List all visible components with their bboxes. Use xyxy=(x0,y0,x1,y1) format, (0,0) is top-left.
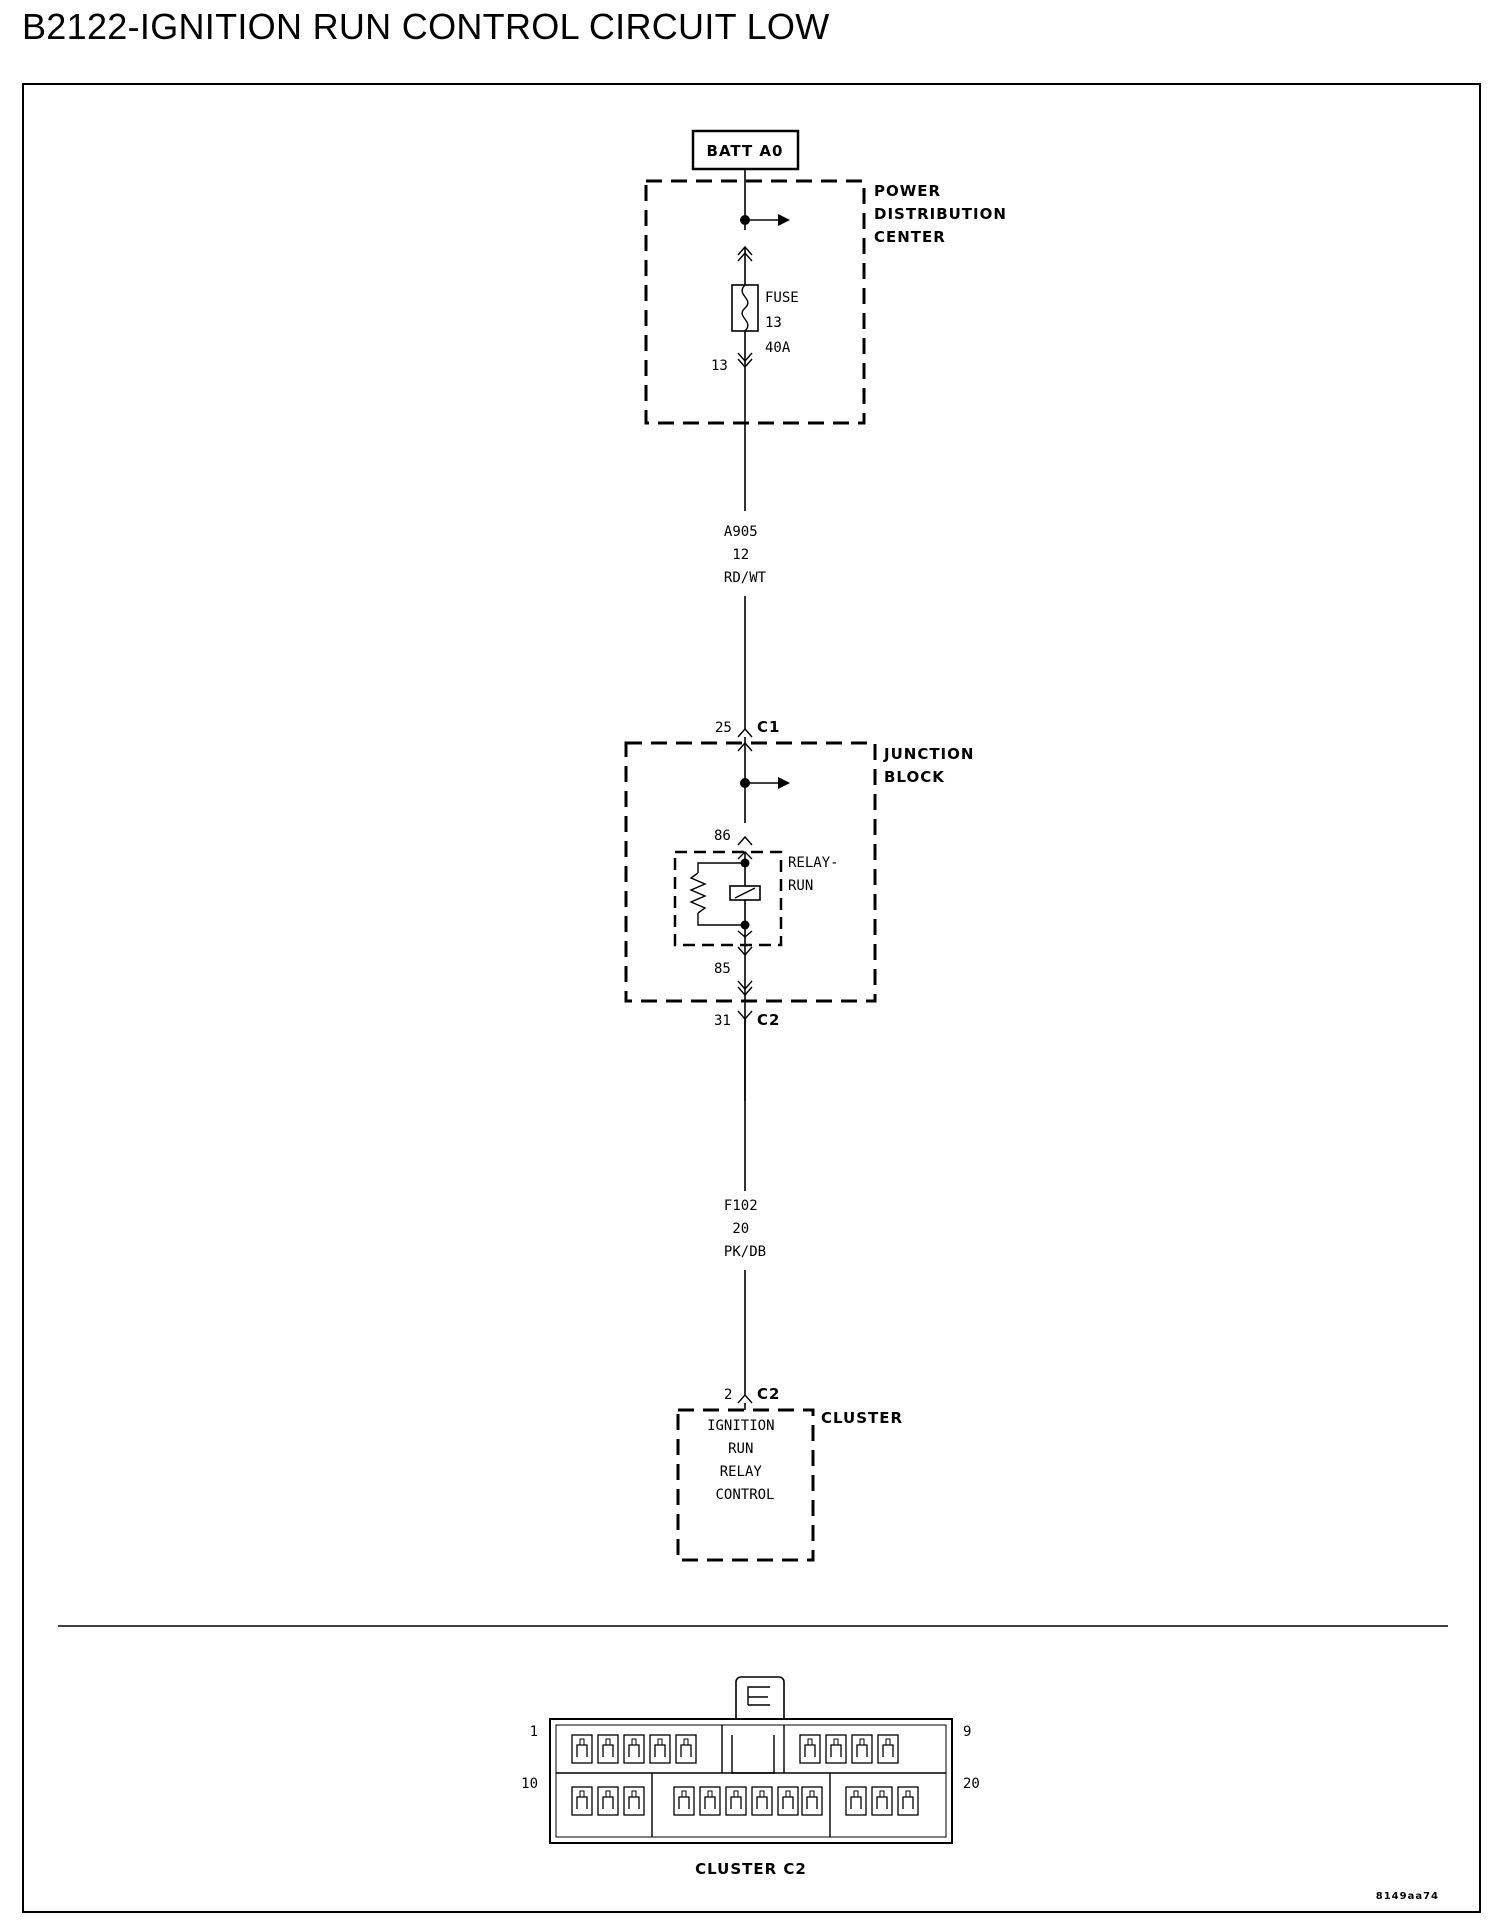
connector-cavity xyxy=(623,1786,645,1816)
cluster-c2-id: C2 xyxy=(757,1385,780,1403)
arrow-right-icon xyxy=(778,777,790,789)
jb-c1-id: C1 xyxy=(757,718,780,736)
connector-cavity xyxy=(825,1734,847,1764)
connector-cavity xyxy=(699,1786,721,1816)
page-title: B2122-IGNITION RUN CONTROL CIRCUIT LOW xyxy=(22,6,830,47)
connector-cavity xyxy=(725,1786,747,1816)
fuse-label: FUSE 13 40A xyxy=(765,290,807,356)
connector-cavity xyxy=(597,1786,619,1816)
pin-label-20: 20 xyxy=(963,1776,980,1792)
connector-cavity xyxy=(673,1786,695,1816)
wire-a905-label: A905 12 RD/WT xyxy=(724,524,767,586)
connector-cavity xyxy=(751,1786,773,1816)
connector-cavity xyxy=(571,1734,593,1764)
pin-label-1: 1 xyxy=(530,1724,538,1740)
pdc-name: POWER DISTRIBUTION CENTER xyxy=(874,182,1013,246)
wiring-diagram: BATT A0 POWER DISTRIBUTION CENTER FUSE 1… xyxy=(58,129,1448,1902)
connector-cavity xyxy=(571,1786,593,1816)
diagram-frame: BATT A0 POWER DISTRIBUTION CENTER FUSE 1… xyxy=(22,83,1481,1913)
pdc-cavity: 13 xyxy=(711,358,728,374)
figure-id: 8149aa74 xyxy=(1376,1891,1439,1902)
arrow-right-icon xyxy=(778,214,790,226)
connector-cavity xyxy=(845,1786,867,1816)
cluster-function-label: IGNITION RUN RELAY CONTROL xyxy=(707,1418,783,1503)
connector-cavity xyxy=(623,1734,645,1764)
pin-label-9: 9 xyxy=(963,1724,971,1740)
wire-f102-label: F102 20 PK/DB xyxy=(724,1198,766,1260)
fuse-13: FUSE 13 40A xyxy=(731,284,807,356)
relay-label: RELAY- RUN xyxy=(788,855,847,894)
connector-cavity xyxy=(801,1786,823,1816)
jb-c2-pin: 31 xyxy=(714,1013,731,1029)
cluster-c2-pin: 2 xyxy=(724,1387,732,1403)
jb-name: JUNCTION BLOCK xyxy=(883,745,981,786)
cluster-name: CLUSTER xyxy=(821,1409,903,1427)
pin-label-10: 10 xyxy=(521,1776,538,1792)
relay-pin-86: 86 xyxy=(714,828,731,844)
cluster: 2 C2 CLUSTER IGNITION RUN RELAY CONTROL xyxy=(676,1385,903,1562)
connector-cavity xyxy=(799,1734,821,1764)
jb-c2-id: C2 xyxy=(757,1011,780,1029)
connector-cavity xyxy=(871,1786,893,1816)
relay-run: RELAY- RUN xyxy=(673,850,847,947)
batt-source: BATT A0 xyxy=(691,129,800,171)
connector-view-cluster-c2: 1 9 10 20 CLUSTER C2 xyxy=(521,1676,980,1878)
connector-cavity xyxy=(777,1786,799,1816)
junction-block: 25 C1 JUNCTION BLOCK 86 xyxy=(624,718,981,1101)
connector-cavity xyxy=(649,1734,671,1764)
power-distribution-center: POWER DISTRIBUTION CENTER FUSE 13 40A 13 xyxy=(644,169,1013,425)
connector-cavity xyxy=(597,1734,619,1764)
connector-cavity xyxy=(877,1734,899,1764)
jb-c1-pin: 25 xyxy=(715,720,732,736)
relay-pin-85: 85 xyxy=(714,961,731,977)
connector-cavity xyxy=(897,1786,919,1816)
connector-view-title: CLUSTER C2 xyxy=(695,1860,807,1878)
batt-source-label: BATT A0 xyxy=(707,142,784,160)
connector-cavity xyxy=(851,1734,873,1764)
connector-cavity xyxy=(675,1734,697,1764)
